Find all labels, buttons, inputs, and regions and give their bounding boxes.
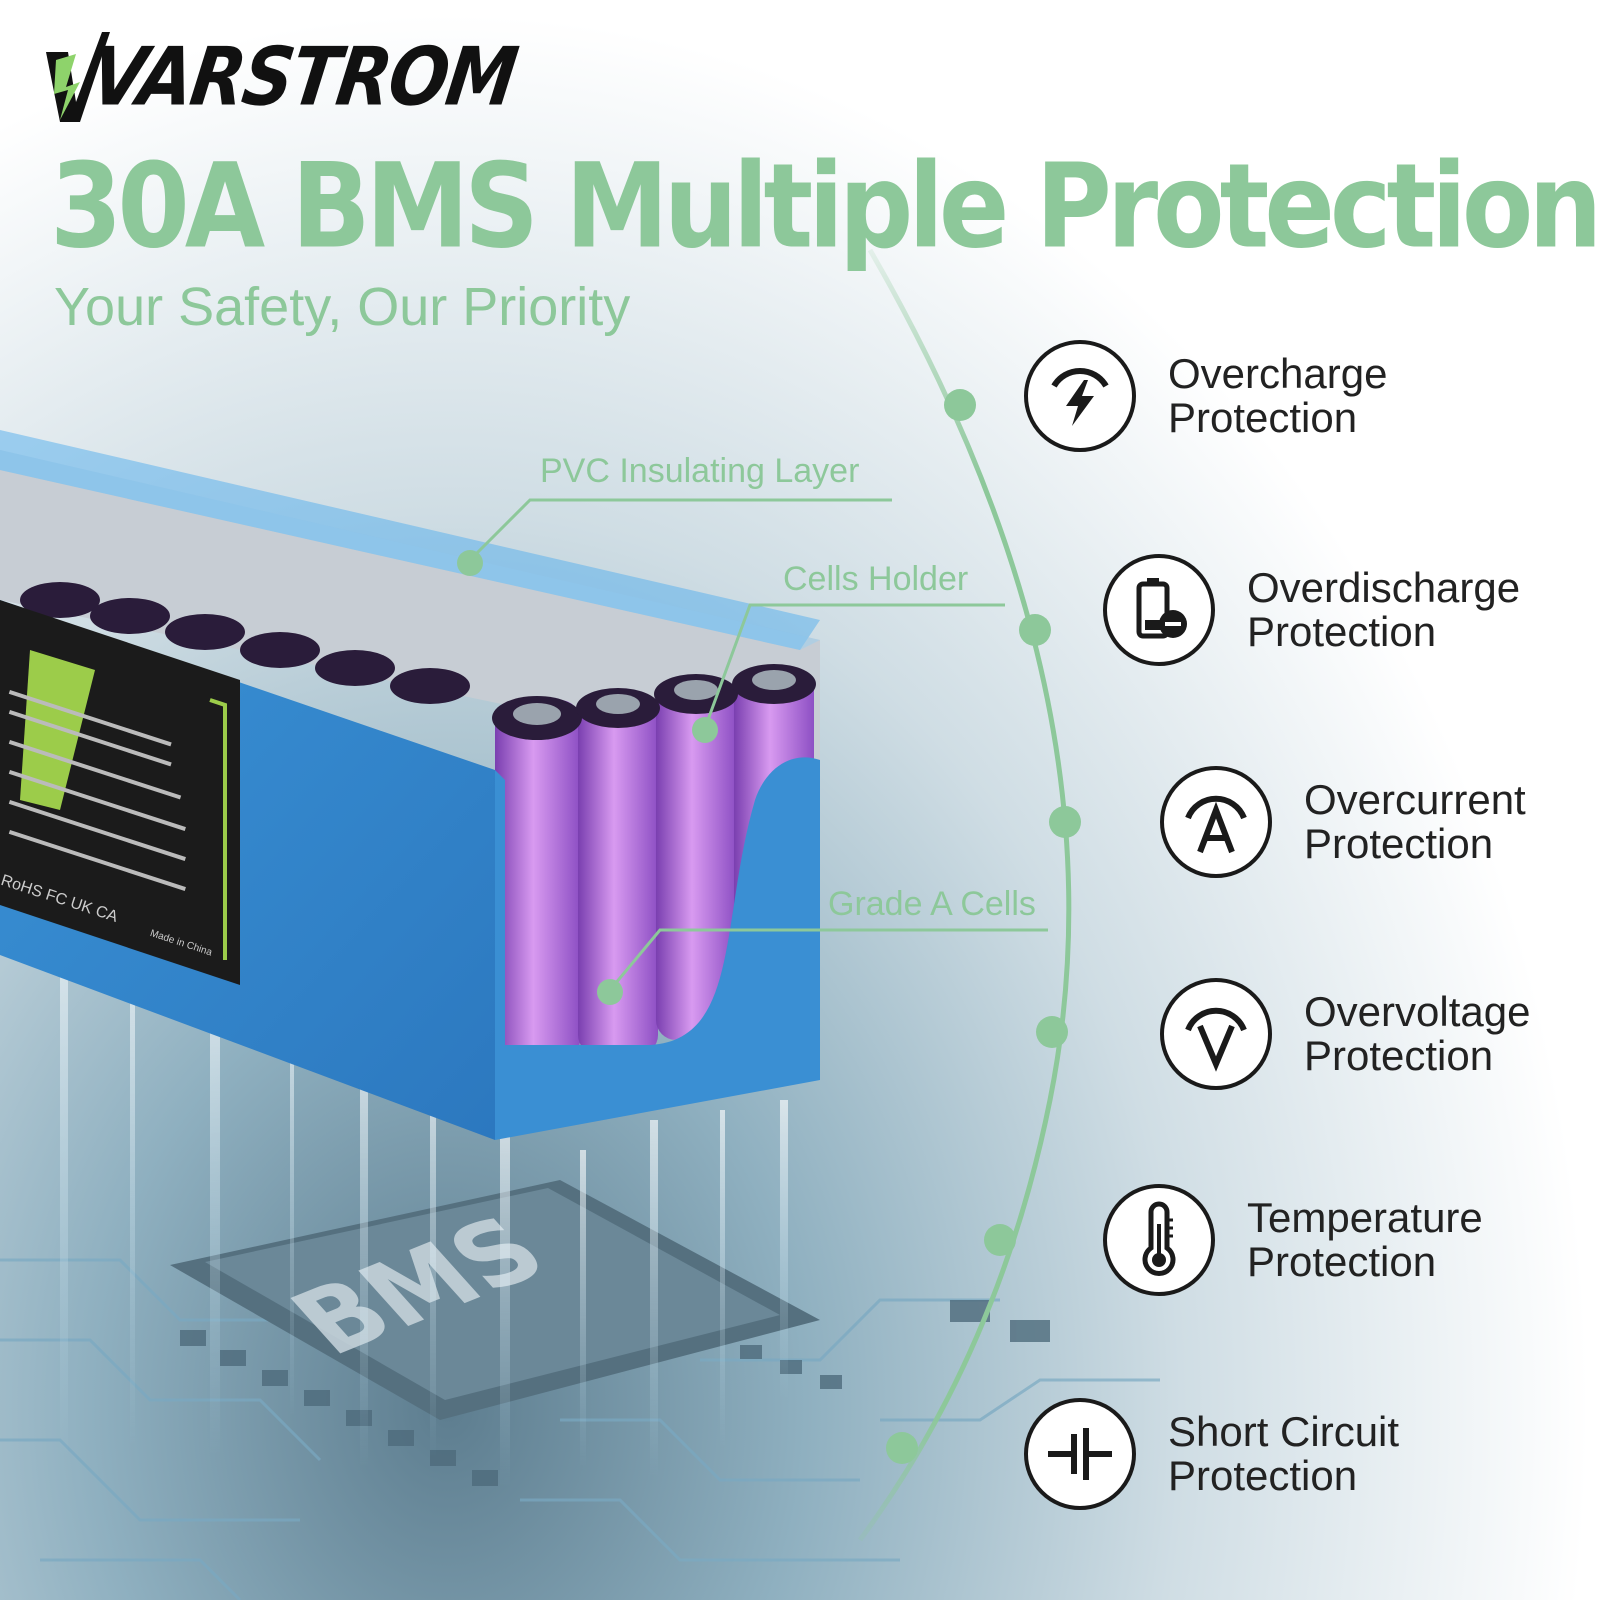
- feature-subtitle: Protection: [1168, 394, 1358, 441]
- feature-title: Temperature: [1247, 1194, 1483, 1241]
- feature-title: Overcharge: [1168, 350, 1388, 397]
- feature-title: Short Circuit: [1168, 1408, 1400, 1455]
- page-subtitle: Your Safety, Our Priority: [54, 277, 631, 337]
- low-battery-icon: [1103, 554, 1215, 666]
- brand-name: VARSTROM: [85, 29, 522, 125]
- feature-title: Overdischarge: [1247, 564, 1521, 611]
- callout-pvc-insulating-layer: PVC Insulating Layer: [540, 452, 860, 490]
- feature-subtitle: Protection: [1304, 1032, 1494, 1079]
- short-circuit-icon: [1024, 1398, 1136, 1510]
- ampere-icon: [1160, 766, 1272, 878]
- charging-bolt-icon: [1024, 340, 1136, 452]
- feature-title: Overcurrent: [1304, 776, 1526, 823]
- feature-subtitle: Protection: [1304, 820, 1494, 867]
- feature-subtitle: Protection: [1168, 1452, 1358, 1499]
- lightning-v-logo-icon: [46, 32, 110, 122]
- arc-markers: [886, 389, 1081, 1464]
- pvc-layer: [0, 430, 820, 650]
- thermometer-icon: [1103, 1184, 1215, 1296]
- lightning-bolt-icon: [20, 650, 95, 810]
- page-title: 30A BMS Multiple Protection: [50, 138, 1600, 275]
- brand-logo: VARSTROM: [46, 30, 521, 124]
- voltage-icon: [1160, 978, 1272, 1090]
- feature-subtitle: Protection: [1247, 608, 1437, 655]
- callout-grade-a-cells: Grade A Cells: [828, 885, 1036, 923]
- feature-title: Overvoltage: [1304, 988, 1531, 1035]
- feature-subtitle: Protection: [1247, 1238, 1437, 1285]
- callout-cells-holder: Cells Holder: [783, 560, 969, 598]
